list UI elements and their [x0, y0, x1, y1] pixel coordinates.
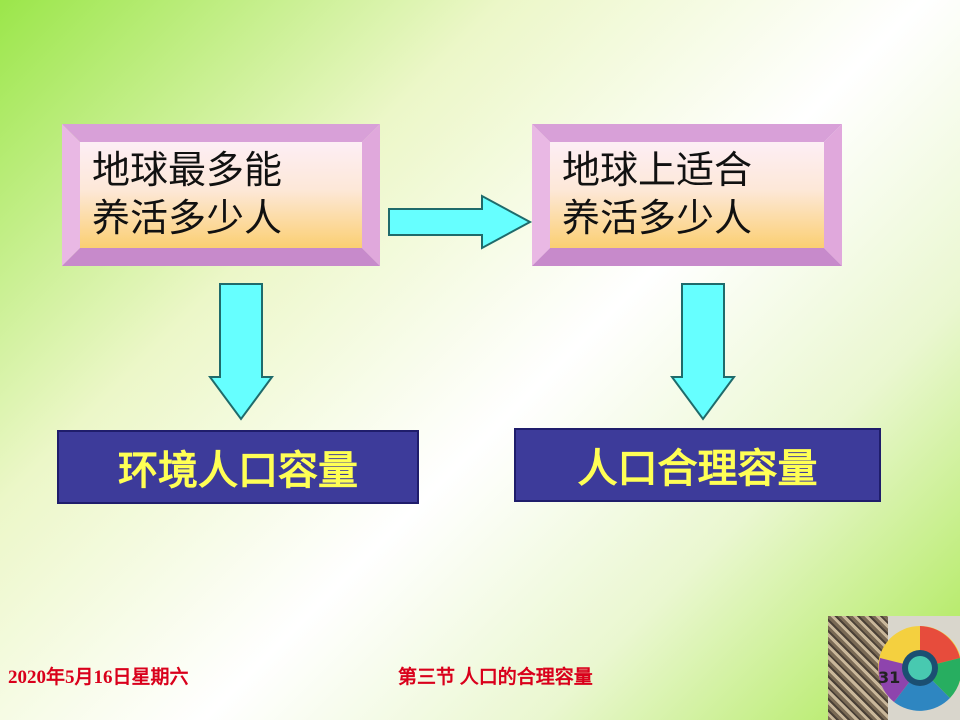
box-suitable-capacity: 地球上适合 养活多少人: [532, 124, 842, 266]
arrow-right-icon: [388, 194, 533, 250]
bevel-top-edge: [62, 124, 380, 142]
result-reasonable-capacity: 人口合理容量: [514, 428, 881, 502]
bevel-top-edge: [532, 124, 842, 142]
population-thumbnail-image: 31: [828, 616, 960, 720]
footer-section-title: 第三节 人口的合理容量: [398, 662, 593, 689]
arrow-down-left-icon: [208, 283, 274, 423]
bevel-bottom-edge: [62, 248, 380, 266]
arrow-down-right-icon: [670, 283, 736, 423]
result-environmental-capacity: 环境人口容量: [57, 430, 419, 504]
bevel-right-edge: [824, 124, 842, 266]
box-max-capacity: 地球最多能 养活多少人: [62, 124, 380, 266]
box-max-capacity-label: 地球最多能 养活多少人: [92, 146, 282, 242]
box-suitable-capacity-label: 地球上适合 养活多少人: [562, 146, 752, 242]
bevel-bottom-edge: [532, 248, 842, 266]
footer-date: 2020年5月16日星期六: [8, 662, 189, 689]
bevel-right-edge: [362, 124, 380, 266]
page-number: 31: [878, 668, 900, 687]
bevel-left-edge: [532, 124, 550, 266]
bevel-left-edge: [62, 124, 80, 266]
